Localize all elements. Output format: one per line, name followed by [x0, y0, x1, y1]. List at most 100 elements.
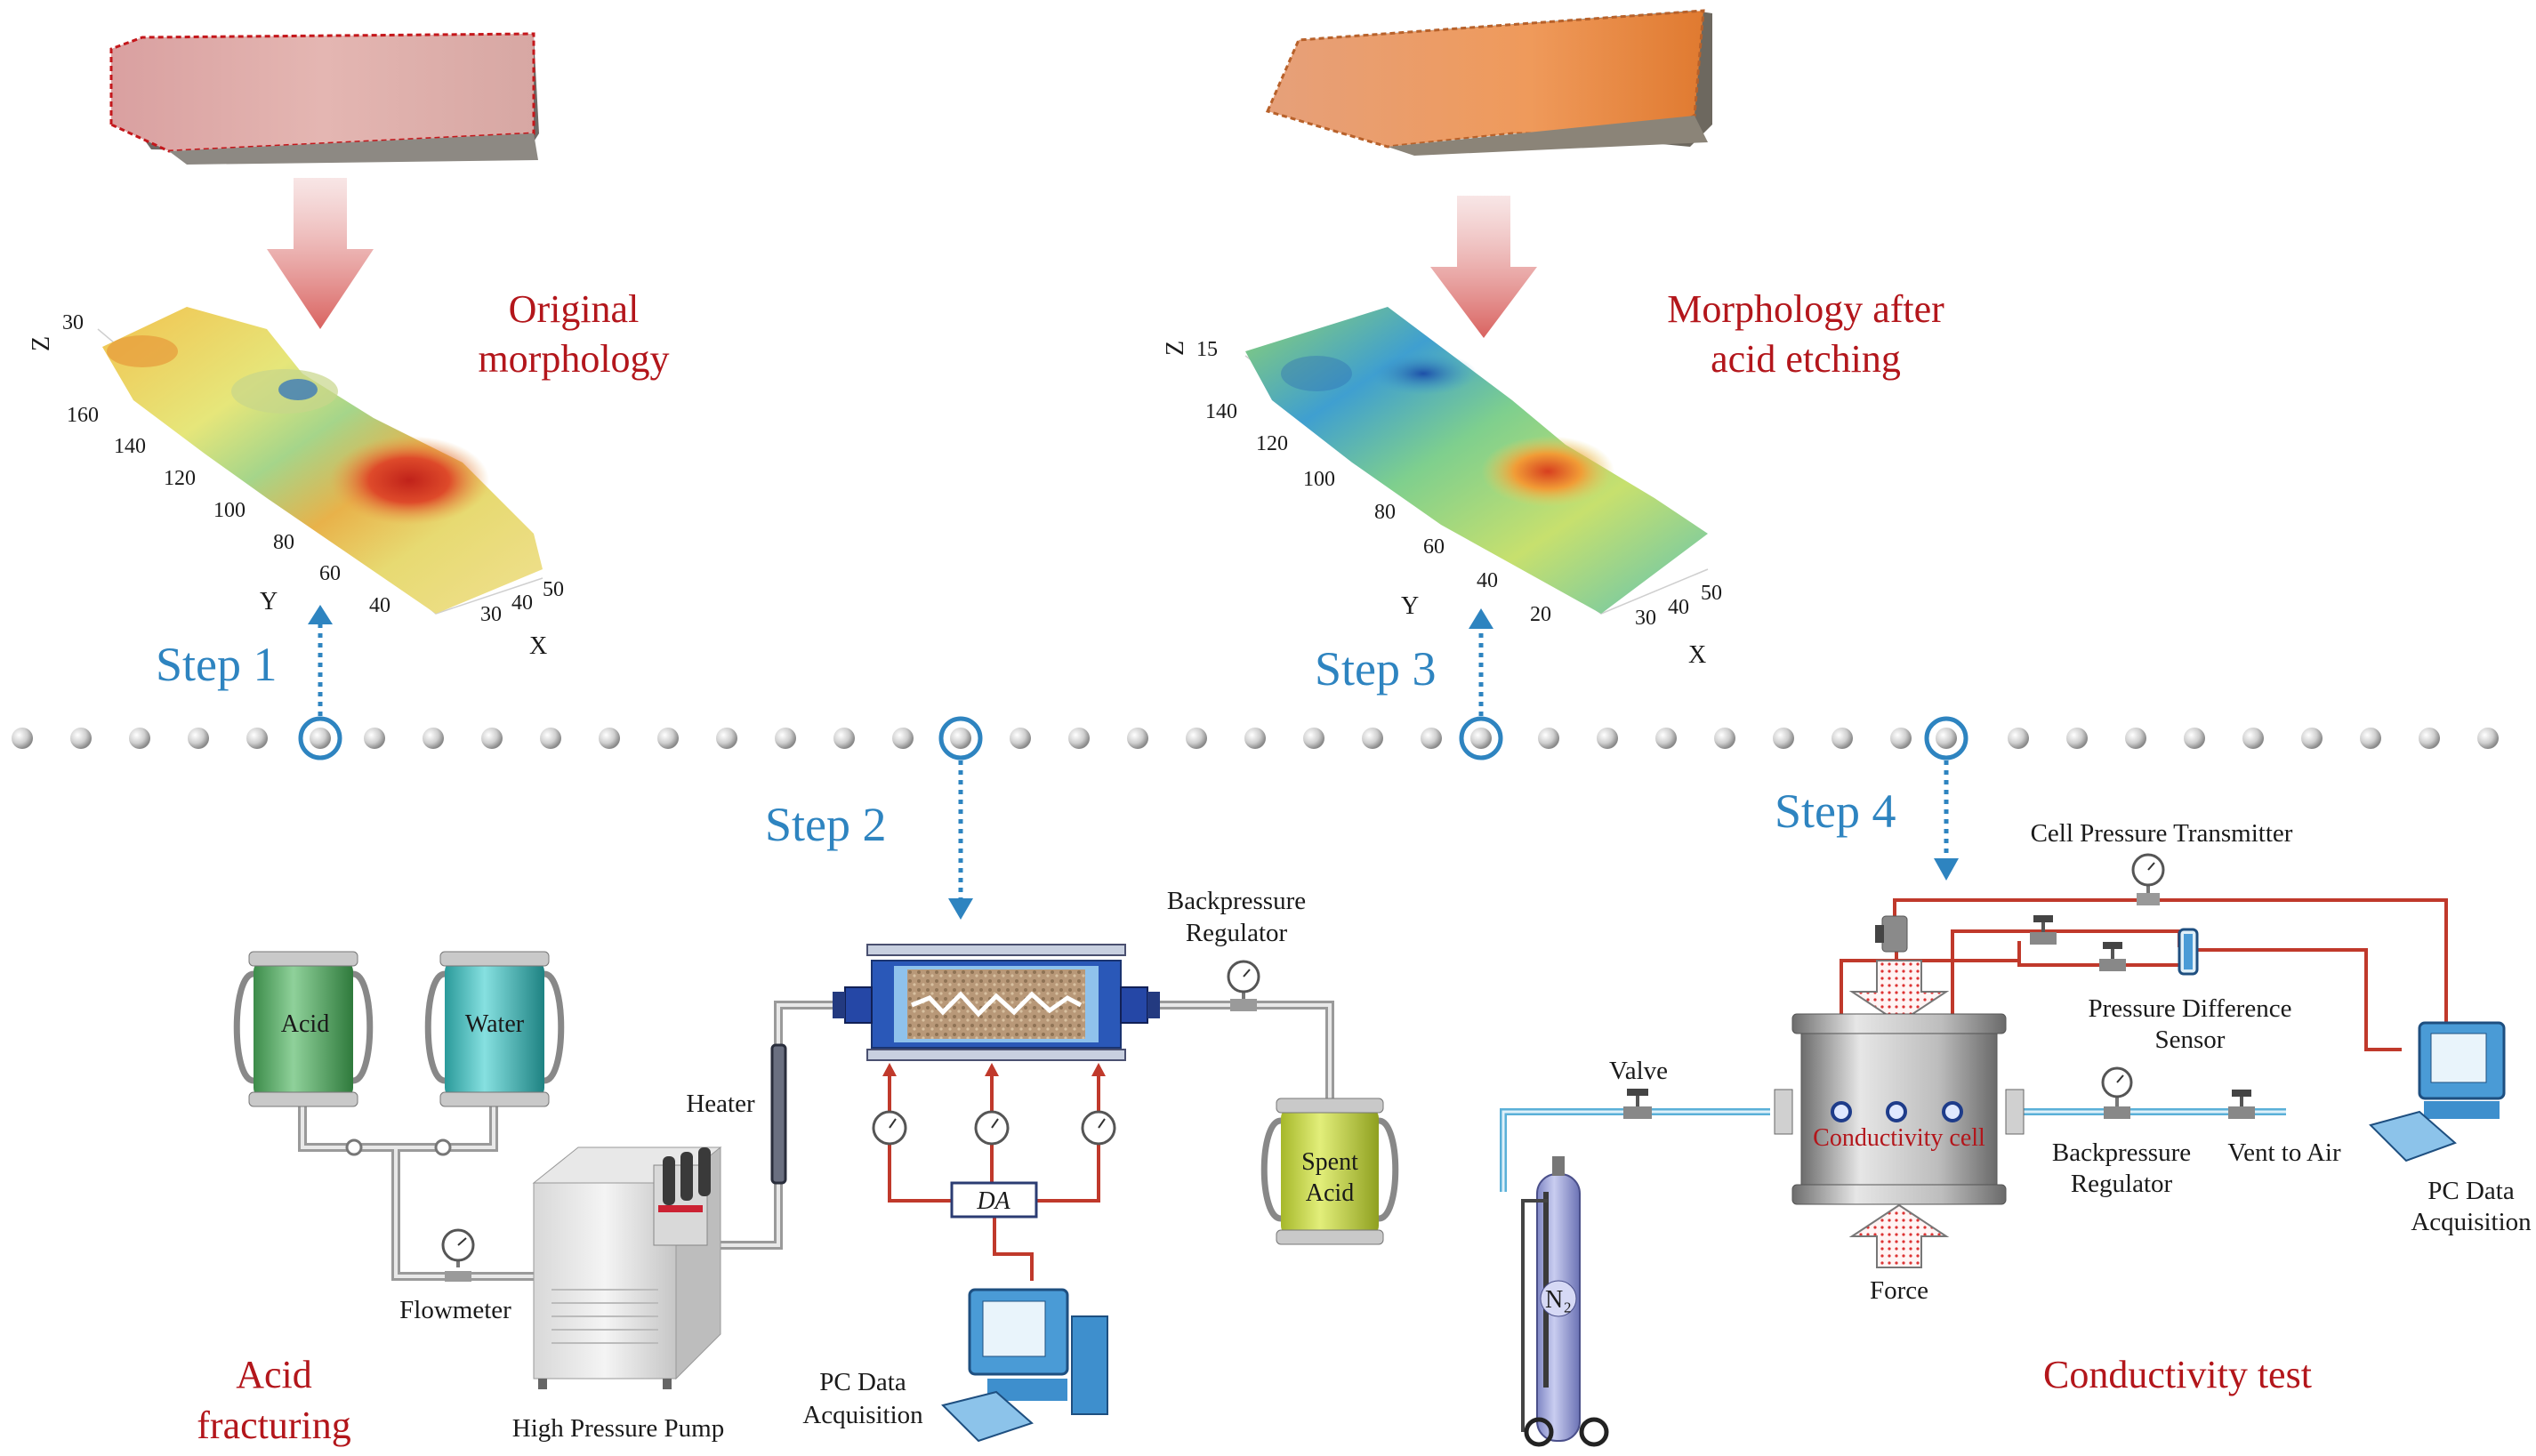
- timeline-bead: [1655, 728, 1677, 749]
- plot1-y-tick: 40: [369, 594, 390, 617]
- timeline-bead: [12, 728, 33, 749]
- plot1-x-label: X: [529, 632, 547, 660]
- timeline-bead: [1538, 728, 1559, 749]
- timeline-bead: [70, 728, 92, 749]
- plot1-z-tick: 30: [62, 311, 84, 334]
- vent-valve: [2228, 1090, 2255, 1119]
- timeline-bead: [246, 728, 268, 749]
- plot2-y-tick: 100: [1303, 468, 1335, 491]
- timeline-bead: [1303, 728, 1324, 749]
- acid-fracturing-system: Acid Water Flowmeter: [233, 887, 1399, 1443]
- timeline-bead: [2301, 728, 2323, 749]
- acid-tank-label: Acid: [281, 1010, 329, 1038]
- plot2-y-label: Y: [1401, 592, 1419, 620]
- plot1-y-tick: 80: [273, 531, 294, 554]
- timeline-bead: [540, 728, 561, 749]
- pressure-difference-sensor: [2178, 928, 2199, 976]
- nitrogen-cylinder: N₂: [1521, 1156, 1609, 1447]
- pressure-gauge: [974, 1110, 1010, 1146]
- backpressure-regulator: [1227, 960, 1260, 1011]
- step-2-label: Step 2: [765, 798, 887, 851]
- pc-label: PC Data: [819, 1368, 906, 1396]
- timeline-bead: [1714, 728, 1735, 749]
- force-label: Force: [1870, 1276, 1928, 1305]
- timeline-bead: [2360, 728, 2381, 749]
- heater-label: Heater: [686, 1090, 755, 1118]
- timeline-bead: [2008, 728, 2029, 749]
- plot2-y-tick: 80: [1374, 501, 1396, 524]
- surface-mesh: [102, 307, 543, 614]
- plot2-y-tick: 20: [1530, 603, 1551, 626]
- data-acquisition-box: DA: [950, 1181, 1038, 1219]
- timeline-bead: [310, 728, 331, 749]
- backpressure-regulator-label: Regulator: [1186, 919, 1288, 947]
- computer-icon: [2369, 1021, 2506, 1162]
- step-4-marker: Step 4: [1775, 716, 1968, 881]
- acid-fracture-cell: [833, 944, 1160, 1061]
- pressure-gauge: [1081, 1110, 1116, 1146]
- pds-label: Sensor: [2155, 1026, 2226, 1054]
- pump-label: High Pressure Pump: [512, 1414, 724, 1443]
- plot2-y-tick: 60: [1423, 535, 1445, 559]
- high-pressure-pump: [532, 1146, 722, 1389]
- acid-tank: Acid: [233, 951, 374, 1107]
- timeline-bead: [188, 728, 209, 749]
- timeline-bead: [1244, 728, 1266, 749]
- step-3-label: Step 3: [1315, 642, 1437, 696]
- timeline-bead: [129, 728, 150, 749]
- timeline-bead: [2184, 728, 2205, 749]
- pc-label: Acquisition: [802, 1401, 923, 1429]
- etched-morphology-title: Morphology after: [1667, 287, 1944, 331]
- timeline-bead: [1362, 728, 1383, 749]
- plot1-y-tick: 160: [67, 404, 99, 427]
- plot1-y-tick: 140: [114, 435, 146, 458]
- step-2-marker: Step 2: [765, 716, 983, 920]
- outlet-backpressure-regulator: [2101, 1066, 2133, 1119]
- plot1-y-tick: 100: [213, 499, 246, 522]
- plot2-y-tick: 120: [1256, 432, 1288, 455]
- plot1-y-label: Y: [260, 588, 278, 615]
- timeline-bead: [657, 728, 679, 749]
- water-tank: Water: [424, 951, 565, 1107]
- original-morphology-title: morphology: [478, 337, 669, 381]
- timeline-bead: [2125, 728, 2146, 749]
- surface-plot-etched: Z 15 140 120 100 80 60 40 20 Y 30 40 50 …: [1162, 307, 1722, 669]
- pds-label: Pressure Difference: [2089, 994, 2292, 1023]
- timeline-bead: [892, 728, 914, 749]
- timeline-bead: [1421, 728, 1442, 749]
- down-arrow-2: [1430, 196, 1537, 338]
- pc-label: Acquisition: [2411, 1208, 2532, 1236]
- flowmeter-label: Flowmeter: [399, 1296, 511, 1324]
- vent-label: Vent to Air: [2227, 1138, 2341, 1167]
- step-3-marker: Step 3: [1315, 608, 1503, 760]
- timeline-bead: [1597, 728, 1618, 749]
- timeline-bead: [599, 728, 620, 749]
- surface-mesh: [1245, 307, 1708, 614]
- etched-morphology-title: acid etching: [1711, 337, 1901, 381]
- plot1-z-label: Z: [28, 336, 55, 351]
- conductivity-test-title: Conductivity test: [2043, 1353, 2312, 1396]
- pc-label: PC Data: [2427, 1177, 2515, 1205]
- water-tank-label: Water: [465, 1010, 525, 1038]
- spent-acid-tank: Spent Acid: [1260, 1098, 1399, 1245]
- timeline-bead: [1832, 728, 1853, 749]
- timeline-bead: [1127, 728, 1148, 749]
- etched-rock-slab: [1265, 9, 1712, 156]
- timeline-bead: [1186, 728, 1207, 749]
- step-1-marker: Step 1: [156, 605, 342, 760]
- timeline-bead: [2066, 728, 2088, 749]
- valve-icon: [2099, 942, 2126, 971]
- original-rock-slab: [109, 32, 539, 165]
- timeline-bead: [833, 728, 855, 749]
- cell-pressure-gauge: [2131, 853, 2165, 905]
- force-arrow-up: [1848, 1203, 1950, 1268]
- plot2-x-label: X: [1688, 641, 1706, 669]
- acid-fracturing-title: Acid: [236, 1353, 312, 1396]
- timeline-bead: [716, 728, 737, 749]
- spent-acid-label: Spent: [1301, 1148, 1358, 1176]
- valve-icon: [2030, 915, 2057, 945]
- plot2-z-label: Z: [1162, 341, 1189, 356]
- da-label: DA: [976, 1187, 1010, 1215]
- plot1-y-tick: 60: [319, 562, 341, 585]
